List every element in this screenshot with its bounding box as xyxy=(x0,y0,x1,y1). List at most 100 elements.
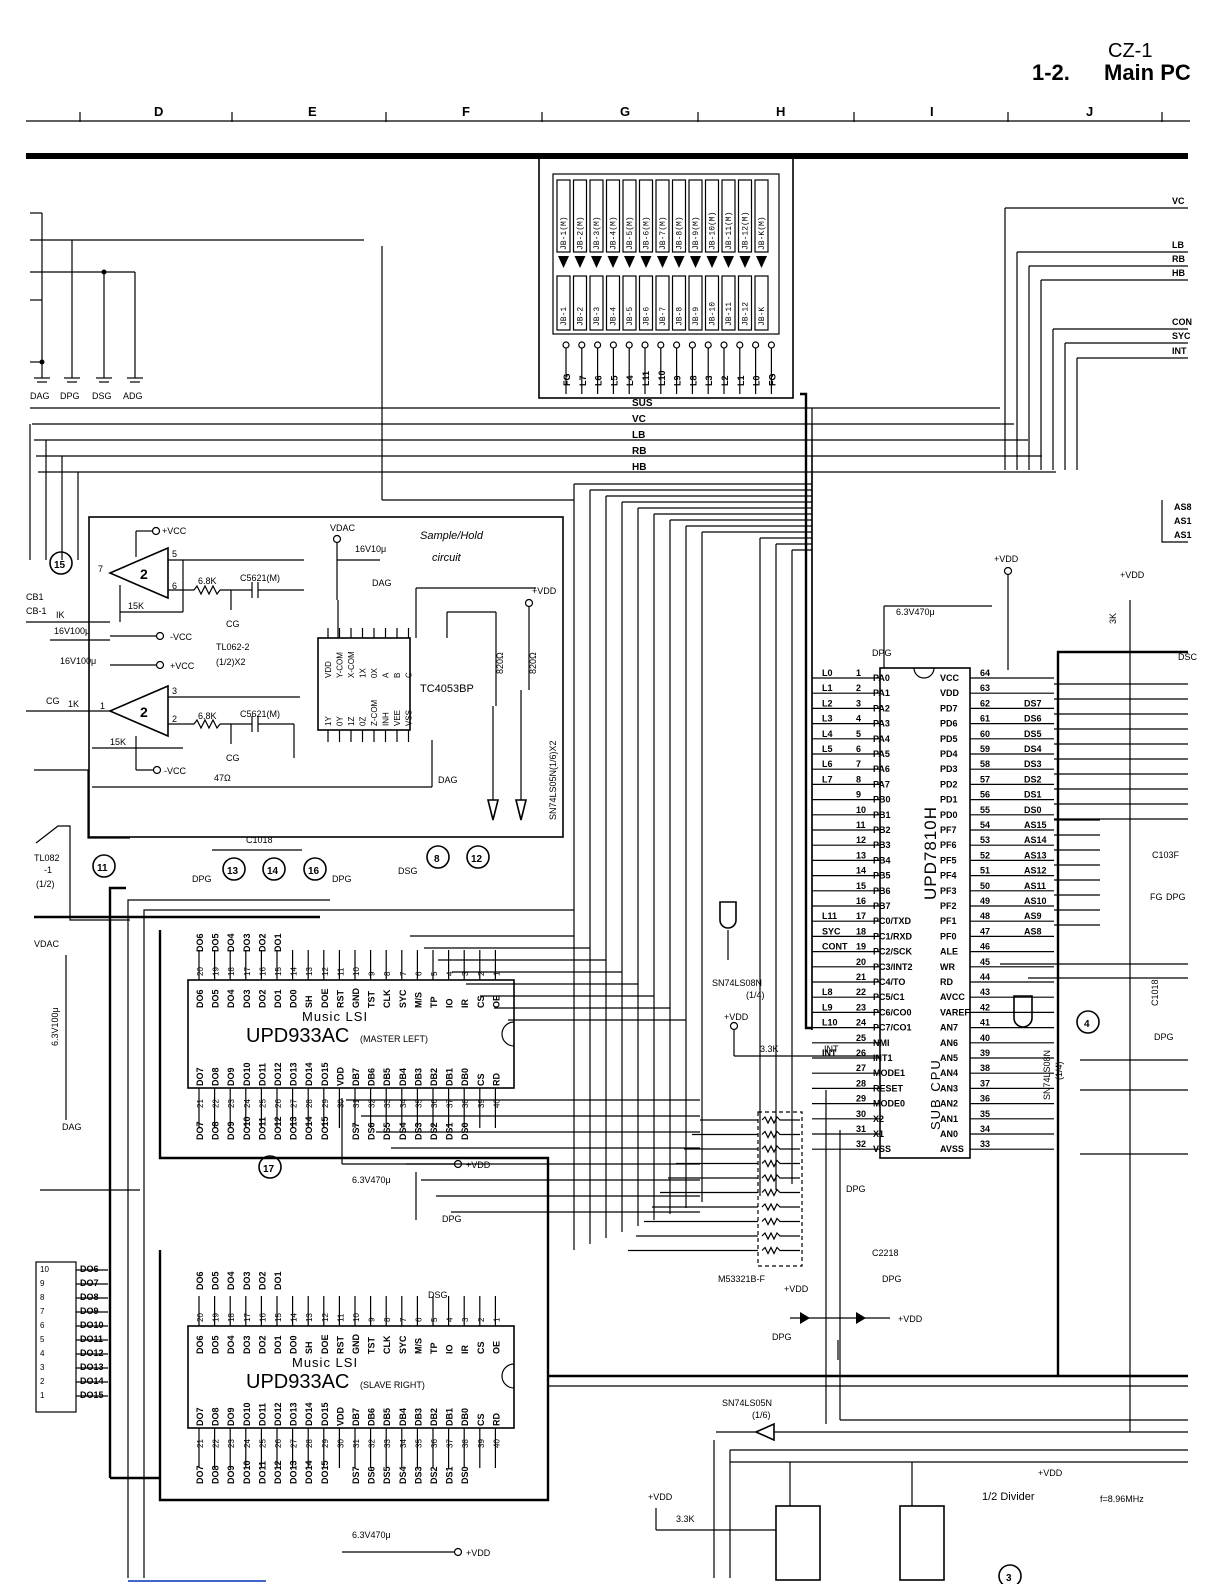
cpu-pin-name: VAREF xyxy=(940,1007,970,1017)
cpu-pin-number: 3 xyxy=(856,698,861,708)
callout-12: 12 xyxy=(471,854,483,865)
lsi-pin-name: CS xyxy=(476,1413,486,1426)
lsi-wire-label: DO11 xyxy=(257,1117,267,1140)
lsi-pin-number: 36 xyxy=(430,1439,439,1448)
jb-pin-label: L1 xyxy=(736,375,746,386)
lsi-pin-name: DB3 xyxy=(413,1068,423,1086)
callout-4: 4 xyxy=(1084,1019,1090,1030)
lsi-pin-number: 10 xyxy=(352,1313,361,1322)
and-gate-1-part: SN74LS08N xyxy=(712,978,762,988)
lsi-pin-name: DB2 xyxy=(429,1408,439,1426)
lsi-pin-name: DOE xyxy=(320,988,330,1008)
cpu-pin-number: 9 xyxy=(856,790,861,800)
lsi-pin-name: DB1 xyxy=(445,1408,455,1426)
lsi-pin-name: OE xyxy=(491,995,501,1008)
display-connector-frame xyxy=(538,157,794,399)
lsi-pin-number: 23 xyxy=(227,1099,236,1108)
jb-top-label: JB-8(M) xyxy=(676,216,685,250)
cpu-pin-number: 10 xyxy=(856,805,866,815)
lsi-pin-number: 17 xyxy=(243,967,252,976)
lsi-wire-label: DS6 xyxy=(367,1466,377,1484)
callout-3: 3 xyxy=(1006,1573,1012,1584)
svg-text:3: 3 xyxy=(172,686,177,696)
dpg-2: DPG xyxy=(332,874,352,884)
vdd-5: +VDD xyxy=(898,1314,923,1324)
right-label-lb: LB xyxy=(1172,240,1184,250)
cpu-pin-name: VCC xyxy=(940,673,960,683)
cpu-pin-signal: SYC xyxy=(822,926,841,936)
left-ik: IK xyxy=(56,610,65,620)
master-bottom-pins: DO721DO822DO923DO1024DO1125DO1226DO1327D… xyxy=(195,1062,501,1140)
lsi-pin-number: 18 xyxy=(227,967,236,976)
lsi-pin-name: IO xyxy=(445,1344,455,1354)
jb-mid-label: JB-8 xyxy=(676,307,685,326)
callout-14: 14 xyxy=(267,866,279,877)
jb-top-label: JB-K(M) xyxy=(758,216,767,250)
lsi-pin-name: RST xyxy=(335,1335,345,1354)
jb-mid-label: JB-6 xyxy=(643,307,652,326)
jb-pin-label: L2 xyxy=(720,375,730,386)
cpu-pin-name: PB3 xyxy=(873,840,891,850)
callout-11: 11 xyxy=(97,863,108,874)
res-15k-1: 15K xyxy=(128,601,144,611)
lsi-pin-name: DO4 xyxy=(226,989,236,1008)
lsi-pin-number: 11 xyxy=(336,967,345,976)
cpu-pin-number: 11 xyxy=(856,820,866,830)
mux-chip xyxy=(317,637,411,731)
left-bus-signal: DO6 xyxy=(80,1264,99,1274)
mux-pin-bottom: VEE xyxy=(393,710,402,726)
jb-pin-label: L4 xyxy=(625,375,635,386)
lsi-pin-number: 6 xyxy=(414,1317,423,1322)
right-fg: FG xyxy=(1150,892,1163,902)
lsi-pin-number: 2 xyxy=(477,971,486,976)
lsi-pin-name: DO14 xyxy=(304,1402,314,1426)
cpu-pin-name: PC0/TXD xyxy=(873,916,912,926)
lsi-wire-label: DS7 xyxy=(351,1122,361,1140)
cpu-pin-number: 33 xyxy=(980,1139,990,1149)
lsi-pin-name: CS xyxy=(476,1341,486,1354)
jb-pin-label: L3 xyxy=(704,375,714,386)
cpu-pin-name: RD xyxy=(940,977,953,987)
cpu-pin-name: AN7 xyxy=(940,1023,958,1033)
callout-circle xyxy=(92,854,116,878)
callout-circle xyxy=(258,1155,282,1179)
svg-text:7: 7 xyxy=(98,564,103,574)
mux-pin-top: Y-COM xyxy=(336,652,345,678)
left-bus-pin: 2 xyxy=(40,1377,45,1386)
lsi-wire-label: DO7 xyxy=(195,1465,205,1484)
lsi-pin-name: DB6 xyxy=(367,1068,377,1086)
lsi-wire-label: DO1 xyxy=(273,1271,283,1290)
lsi-wire-label: DO12 xyxy=(273,1460,283,1484)
lsi-pin-number: 13 xyxy=(305,967,314,976)
lsi-pin-number: 27 xyxy=(290,1099,299,1108)
cpu-pin-number: 17 xyxy=(856,911,866,921)
cpu-pin-signal: AS11 xyxy=(1024,881,1046,891)
lsi-pin-number: 16 xyxy=(258,967,267,976)
jb-top-label: JB-5(M) xyxy=(626,216,635,250)
left-cb-1: CB-1 xyxy=(26,606,47,616)
lsi-pin-name: DO9 xyxy=(226,1067,236,1086)
column-label-f: F xyxy=(462,104,470,119)
cpu-pin-name: PD5 xyxy=(940,734,958,744)
cpu-pin-signal: AS13 xyxy=(1024,850,1047,860)
lsi-wire-label: DS4 xyxy=(398,1122,408,1140)
cpu-pin-number: 42 xyxy=(980,1002,990,1012)
left-bus-signal: DO10 xyxy=(80,1320,104,1330)
lsi-pin-name: DO2 xyxy=(257,989,267,1008)
lsi-wire-label: DO3 xyxy=(242,933,252,952)
right-vdd: +VDD xyxy=(1120,570,1145,580)
right-res-3k: 3K xyxy=(1108,613,1118,624)
lsi-pin-number: 17 xyxy=(243,1313,252,1322)
lsi-pin-name: DO11 xyxy=(257,1063,267,1086)
cpu-pin-name: AN2 xyxy=(940,1099,958,1109)
cpu-pin-signal: L0 xyxy=(822,668,833,678)
lsi-pin-name: DO7 xyxy=(195,1067,205,1086)
cpu-pin-signal: AS8 xyxy=(1024,926,1042,936)
model-label: CZ-1 xyxy=(1108,40,1152,62)
inverter-05-qty: (1/6) xyxy=(752,1410,771,1420)
lsi-pin-name: DB3 xyxy=(413,1408,423,1426)
jb-top-label: JB-3(M) xyxy=(593,216,602,250)
cap-16v100-1: 16V100μ xyxy=(54,626,90,636)
mux-pin-bottom: 1Y xyxy=(324,716,333,726)
